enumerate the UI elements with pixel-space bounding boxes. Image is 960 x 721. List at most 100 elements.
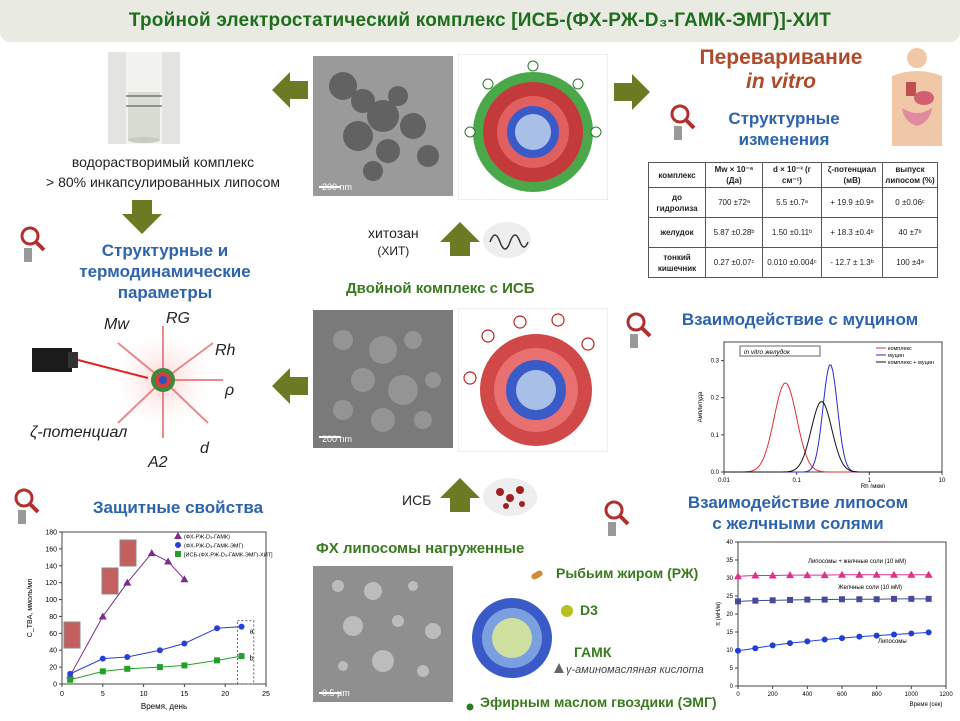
- magnifier-icon: [668, 102, 698, 147]
- table-cell: 0 ±0.06ᶜ: [882, 187, 938, 218]
- legend-label: муцин: [888, 353, 904, 359]
- y-tick-label: 180: [45, 530, 57, 537]
- data-point: [803, 571, 812, 579]
- isb-label: ИСБ: [402, 492, 432, 508]
- vial-icon: [119, 539, 137, 567]
- arrow-down: [122, 200, 162, 234]
- liposomes-title: ФХ липосомы нагруженные: [316, 540, 525, 557]
- gaba-icon: [554, 660, 564, 678]
- series-line: [69, 626, 242, 675]
- data-point: [181, 662, 188, 669]
- param-mw: Mw: [104, 316, 129, 333]
- table-header: d × 10⁻³ (г см⁻¹): [762, 162, 822, 188]
- y-tick-label: 10: [726, 648, 733, 654]
- data-point: [856, 633, 863, 640]
- data-point: [890, 570, 898, 578]
- data-point: [908, 595, 915, 602]
- data-point: [873, 632, 880, 639]
- x-tick-label: 1: [868, 478, 872, 484]
- legend-label: комплекс + муцин: [888, 360, 934, 366]
- annotation: a: [250, 628, 254, 635]
- arrow-right-top: [614, 72, 650, 112]
- table-cell: + 19.9 ±0.9ᵃ: [821, 187, 883, 218]
- data-point: [804, 596, 811, 603]
- x-tick-label: 15: [181, 691, 189, 698]
- y-axis-label: C_TBA, ммоль/мл: [27, 579, 34, 637]
- data-point: [214, 657, 221, 664]
- x-tick-label: 0: [60, 691, 64, 698]
- title-bar: Тройной электростатический комплекс [ИСБ…: [0, 0, 960, 42]
- data-point: [147, 549, 156, 557]
- data-point: [872, 570, 881, 578]
- x-tick-label: 400: [802, 692, 813, 698]
- legend-marker: [175, 551, 181, 557]
- param-rh: Rh: [215, 342, 236, 359]
- magnifier-icon: [12, 486, 42, 531]
- data-point: [924, 570, 933, 578]
- table-cell: 0.010 ±0.004ᶜ: [762, 247, 822, 278]
- table-header: выпуск липосом (%): [882, 162, 938, 188]
- tem-image-double: [313, 310, 453, 448]
- x-tick-label: 5: [101, 691, 105, 698]
- y-tick-label: 100: [45, 597, 57, 604]
- data-point: [735, 598, 741, 605]
- data-point: [180, 575, 189, 583]
- scale-bar-label: 200 nm: [322, 434, 353, 444]
- param-rho: ρ: [225, 382, 235, 399]
- annotation: b: [250, 655, 254, 662]
- x-tick-label: 10: [939, 478, 946, 484]
- data-point: [67, 676, 74, 683]
- fish-oil-icon: [530, 568, 544, 587]
- data-point: [925, 595, 932, 602]
- y-tick-label: 140: [45, 563, 57, 570]
- table-cell: 1.50 ±0.11ᵇ: [762, 217, 822, 248]
- data-point: [907, 570, 916, 578]
- x-tick-label: 1200: [939, 692, 953, 698]
- table-cell: 40 ±7ᵇ: [882, 217, 938, 248]
- clove-icon: [466, 698, 474, 716]
- x-axis-label: Rh (мкм): [861, 484, 885, 488]
- param-rg: RG: [166, 310, 190, 327]
- series-line: [724, 364, 942, 473]
- series-line: [723, 382, 942, 473]
- data-point: [156, 647, 163, 654]
- data-point: [855, 570, 864, 578]
- y-tick-label: 20: [726, 612, 733, 618]
- scale-bar-label: 0.5 μm: [322, 688, 350, 698]
- liposome-illustration: [470, 596, 554, 685]
- series-line: [724, 400, 942, 473]
- x-tick-label: 10: [140, 691, 148, 698]
- y-tick-label: 80: [49, 614, 57, 621]
- body-digestive-icon: [884, 46, 950, 151]
- table-cell: 100 ±4ᵃ: [882, 247, 938, 278]
- data-point: [821, 596, 828, 603]
- data-point: [768, 571, 777, 579]
- vial-photo: [108, 52, 180, 144]
- data-point: [786, 571, 794, 579]
- y-tick-label: 25: [726, 594, 733, 600]
- data-point: [891, 631, 897, 638]
- legend-label: [ИСБ-(ФХ-РЖ-D₃-ГАМК-ЭМГ)-ХИТ]: [184, 553, 273, 559]
- thermo-heading: Структурные и термодинамические параметр…: [79, 241, 251, 302]
- data-point: [804, 638, 811, 645]
- vial-icon: [63, 621, 81, 649]
- struct-changes-heading: Структурные изменения: [728, 109, 840, 149]
- series-line: [737, 598, 929, 602]
- data-point: [238, 623, 245, 630]
- series-label: Липосомы + желчные соли (10 мМ): [808, 559, 906, 565]
- table-cell: тонкий кишечник: [648, 247, 706, 278]
- param-zeta: ζ-потенциал: [30, 424, 128, 441]
- gaba-label: ГАМК: [574, 644, 612, 660]
- scale-bar-label: 200 nm: [322, 182, 353, 192]
- y-tick-label: 5: [730, 666, 734, 672]
- y-axis-label: Амплитуда: [698, 391, 704, 422]
- data-point: [769, 597, 776, 604]
- param-d: d: [200, 440, 209, 457]
- annotation-box: [739, 345, 821, 357]
- y-tick-label: 60: [49, 631, 57, 638]
- clove-label: Эфирным маслом гвоздики (ЭМГ): [480, 694, 717, 710]
- data-point: [839, 635, 845, 642]
- data-point: [891, 595, 897, 602]
- x-axis-label: Время (сек): [910, 702, 943, 708]
- fish-oil-label: Рыбьим жиром (РЖ): [556, 565, 699, 581]
